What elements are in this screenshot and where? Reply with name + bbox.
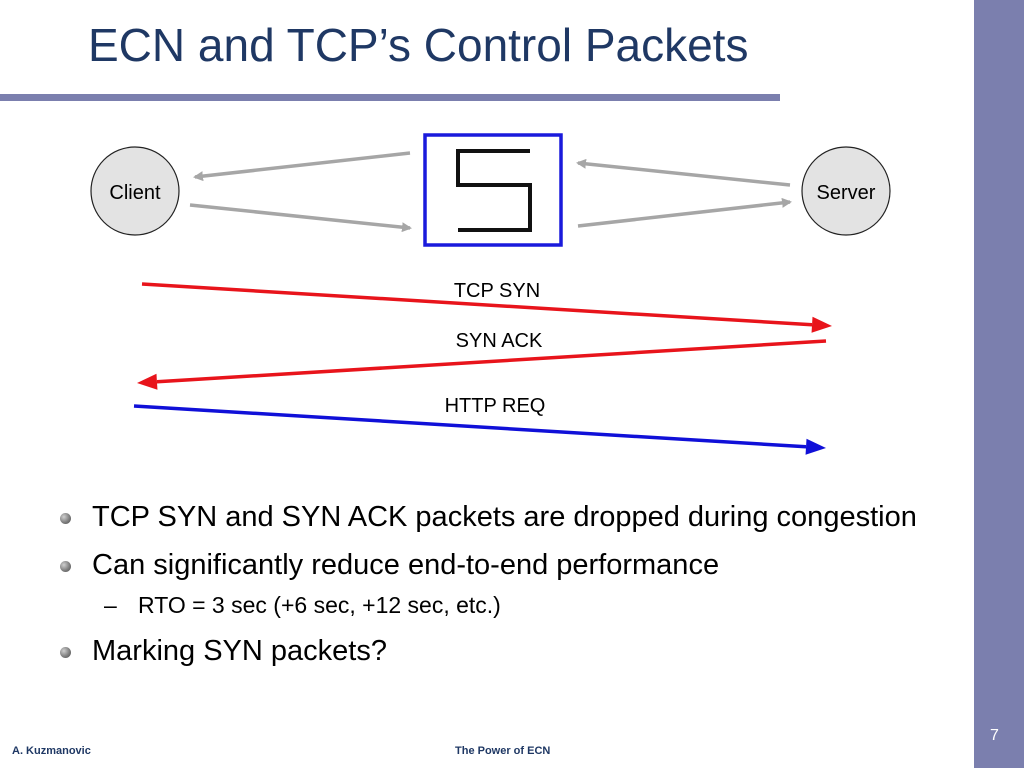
message-arrowhead <box>805 438 826 455</box>
client-to-router-arrow <box>189 203 412 233</box>
bullet-icon <box>60 561 71 572</box>
footer-title: The Power of ECN <box>455 745 551 757</box>
server-label: Server <box>817 182 876 204</box>
router-box <box>423 133 563 247</box>
bullet-icon <box>60 513 71 524</box>
client-node: Client <box>90 146 180 236</box>
slide-title: ECN and TCP’s Control Packets <box>88 19 749 71</box>
message-arrowhead <box>137 373 158 390</box>
message-arrow-line <box>133 404 807 449</box>
router-to-client-arrow <box>193 151 411 182</box>
server-to-router-arrow <box>576 158 791 187</box>
server-node: Server <box>801 146 891 236</box>
syn-ack-label: SYN ACK <box>456 330 543 352</box>
message-arrow-line <box>141 282 813 327</box>
tcp-exchange-diagram: Client Server TCP SYN SYN ACK HTTP REQ <box>90 133 891 455</box>
message-arrowhead <box>811 316 832 333</box>
bullet-list: TCP SYN and SYN ACK packets are dropped … <box>60 498 940 680</box>
client-label: Client <box>109 182 161 204</box>
message-arrow-line <box>156 339 827 384</box>
sub-bullet-item: – RTO = 3 sec (+6 sec, +12 sec, etc.) <box>60 590 940 620</box>
tcp-syn-label: TCP SYN <box>454 280 540 302</box>
http-req-label: HTTP REQ <box>445 395 546 417</box>
bullet-item: Marking SYN packets? <box>60 632 940 670</box>
router-to-server-arrow <box>577 197 792 228</box>
title-underline-bar <box>0 94 780 101</box>
message-arrows: TCP SYN SYN ACK HTTP REQ <box>133 280 832 455</box>
right-accent-sidebar <box>974 0 1024 768</box>
page-number: 7 <box>990 727 999 744</box>
s-shaped-router-icon <box>456 149 532 232</box>
bullet-text: Marking SYN packets? <box>92 635 387 667</box>
link-arrows <box>189 151 792 233</box>
dash-icon: – <box>104 592 117 618</box>
sub-bullet-text: RTO = 3 sec (+6 sec, +12 sec, etc.) <box>138 592 501 618</box>
footer-author: A. Kuzmanovic <box>12 745 91 757</box>
bullet-icon <box>60 647 71 658</box>
bullet-item: TCP SYN and SYN ACK packets are dropped … <box>60 498 940 536</box>
bullet-item: Can significantly reduce end-to-end perf… <box>60 546 940 584</box>
bullet-text: TCP SYN and SYN ACK packets are dropped … <box>92 501 917 533</box>
bullet-text: Can significantly reduce end-to-end perf… <box>92 549 720 581</box>
